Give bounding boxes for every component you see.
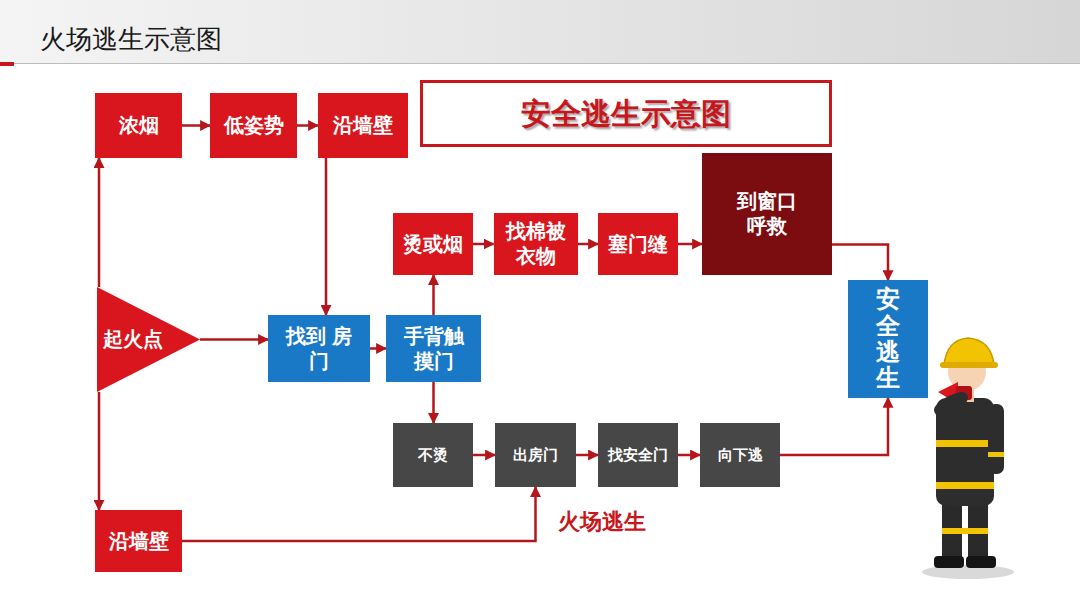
process-box: 向下逃 <box>700 423 780 487</box>
box-label: 不烫 <box>418 446 448 465</box>
right-arm <box>988 404 1004 474</box>
box-label: 烫或烟 <box>403 232 463 257</box>
flow-arrow <box>297 124 318 127</box>
box-label: 找到 房门 <box>285 324 353 374</box>
process-box: 沿墙壁 <box>318 93 408 158</box>
box-label: 低姿势 <box>224 113 284 138</box>
box-label: 沿墙壁 <box>333 113 393 138</box>
flow-arrow <box>200 338 268 341</box>
flow-arrow <box>578 243 599 246</box>
header-bar <box>0 0 1080 64</box>
vertical-label: 安全逃生 <box>876 286 900 392</box>
flow-arrow <box>432 382 435 423</box>
process-box: 低姿势 <box>210 93 297 158</box>
helmet-brim <box>940 362 998 368</box>
box-label: 找棉被 衣物 <box>502 219 570 269</box>
flow-arrow <box>432 275 435 315</box>
flow-arrow <box>98 158 101 287</box>
box-label: 安全逃生示意图 <box>521 95 731 133</box>
flow-arrow <box>325 158 328 315</box>
process-box: 烫或烟 <box>393 213 473 275</box>
process-box: 找安全门 <box>598 423 678 487</box>
flow-arrow <box>678 243 702 246</box>
process-box: 浓烟 <box>95 93 182 158</box>
chest-stripe <box>936 440 994 447</box>
page-title: 火场逃生示意图 <box>40 22 222 57</box>
flow-arrow <box>678 454 700 457</box>
flow-arrow <box>832 245 888 281</box>
process-box: 手背触 摸门 <box>386 315 481 382</box>
flow-arrow <box>98 392 101 510</box>
process-box: 塞门缝 <box>598 213 678 275</box>
box-label: 手背触 摸门 <box>400 324 468 374</box>
flow-arrow <box>473 454 495 457</box>
process-box: 出房门 <box>495 423 576 487</box>
process-box: 沿墙壁 <box>95 510 182 572</box>
triangle-outline <box>97 287 200 392</box>
start-triangle: 起火点 <box>97 287 200 392</box>
box-label: 到窗口 呼救 <box>733 189 801 239</box>
box-label: 塞门缝 <box>608 232 668 257</box>
arm-stripe <box>988 452 1004 457</box>
helmet <box>944 338 994 366</box>
flow-arrow <box>473 243 494 246</box>
left-boot <box>934 556 964 568</box>
leg-stripe <box>942 528 988 534</box>
process-box: 不烫 <box>393 423 473 487</box>
flow-arrow <box>370 347 386 350</box>
box-label: 起火点 <box>103 327 163 352</box>
right-boot <box>966 556 996 568</box>
torso <box>936 398 994 506</box>
flow-arrow <box>576 454 598 457</box>
flow-arrow <box>780 398 888 455</box>
waist-stripe <box>936 482 994 489</box>
process-box: 安全逃生 <box>848 280 928 398</box>
flow-caption: 火场逃生 <box>558 507 646 537</box>
flow-arrow <box>182 124 210 127</box>
process-box: 找棉被 衣物 <box>494 213 578 275</box>
process-box: 安全逃生示意图 <box>420 80 832 147</box>
box-label: 沿墙壁 <box>109 529 169 554</box>
header-rule <box>14 63 1080 64</box>
box-label: 向下逃 <box>718 446 763 465</box>
box-label: 找安全门 <box>608 446 668 465</box>
left-arm <box>940 398 962 410</box>
firefighter-illustration <box>922 338 1014 579</box>
header-accent <box>0 62 14 66</box>
flow-arrow <box>182 487 536 541</box>
box-label: 浓烟 <box>119 113 159 138</box>
box-label: 出房门 <box>513 446 558 465</box>
process-box: 找到 房门 <box>268 315 370 382</box>
process-box: 到窗口 呼救 <box>702 153 832 275</box>
